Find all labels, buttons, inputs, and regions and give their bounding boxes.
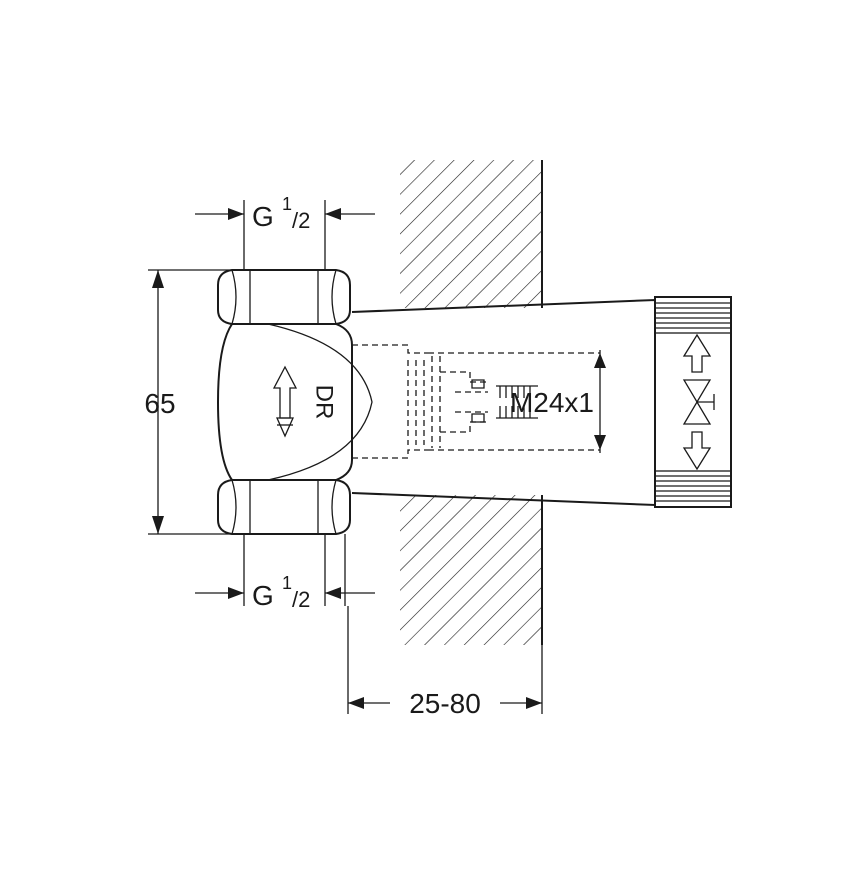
knurl-lines-bottom — [655, 475, 731, 502]
bottom-hex-nut — [217, 479, 351, 535]
height-dimension: 65 — [144, 269, 232, 535]
hidden-thread-lines — [407, 356, 441, 448]
wall-depth-dimension: 25-80 — [347, 606, 543, 719]
knurl-lines-top — [655, 302, 731, 329]
thread-bottom-dimension: G 1 /2 — [195, 534, 375, 612]
thread-top-num: 1 — [282, 194, 292, 214]
thread-bottom-prefix: G — [252, 580, 274, 611]
thread-top-prefix: G — [252, 201, 274, 232]
top-nut-chamfer-left — [231, 269, 237, 325]
height-label: 65 — [144, 388, 175, 419]
body-left-contour — [216, 323, 233, 481]
wall-hatch-top — [400, 160, 542, 308]
valve-body: DR — [216, 269, 373, 535]
sleeve-outline — [351, 298, 656, 507]
thread-bottom-den: /2 — [292, 587, 310, 612]
body-marking-text: DR — [311, 385, 338, 420]
end-cap — [654, 296, 732, 508]
body-right-contour — [335, 323, 353, 481]
top-hex-nut — [217, 269, 351, 325]
up-arrow-icon — [272, 365, 298, 438]
thread-top-den: /2 — [292, 208, 310, 233]
thread-top-dimension: G 1 /2 — [195, 194, 375, 270]
cap-knurl-bottom — [654, 470, 732, 508]
wall-hatch-bottom — [400, 495, 542, 645]
body-bonnet-curve — [267, 323, 373, 481]
hidden-line-top — [352, 344, 428, 354]
thread-dimension: M24x1 — [510, 350, 606, 453]
valve-icon — [682, 379, 715, 425]
cap-knurl-top — [654, 296, 732, 334]
hidden-line-bottom — [352, 449, 428, 459]
spindle-detail — [440, 371, 488, 433]
extension-sleeve: M24x1 — [351, 298, 656, 507]
bottom-nut-chamfer-right — [331, 479, 337, 535]
double-arrow-icon — [682, 333, 712, 471]
thread-bottom-num: 1 — [282, 573, 292, 593]
bottom-nut-chamfer-left — [231, 479, 237, 535]
spindle-thread-icon — [496, 385, 538, 419]
spindle-thread-label: M24x1 — [510, 387, 594, 418]
wall-depth-label: 25-80 — [409, 688, 481, 719]
top-nut-chamfer-right — [331, 269, 337, 325]
wall-section — [400, 160, 543, 645]
